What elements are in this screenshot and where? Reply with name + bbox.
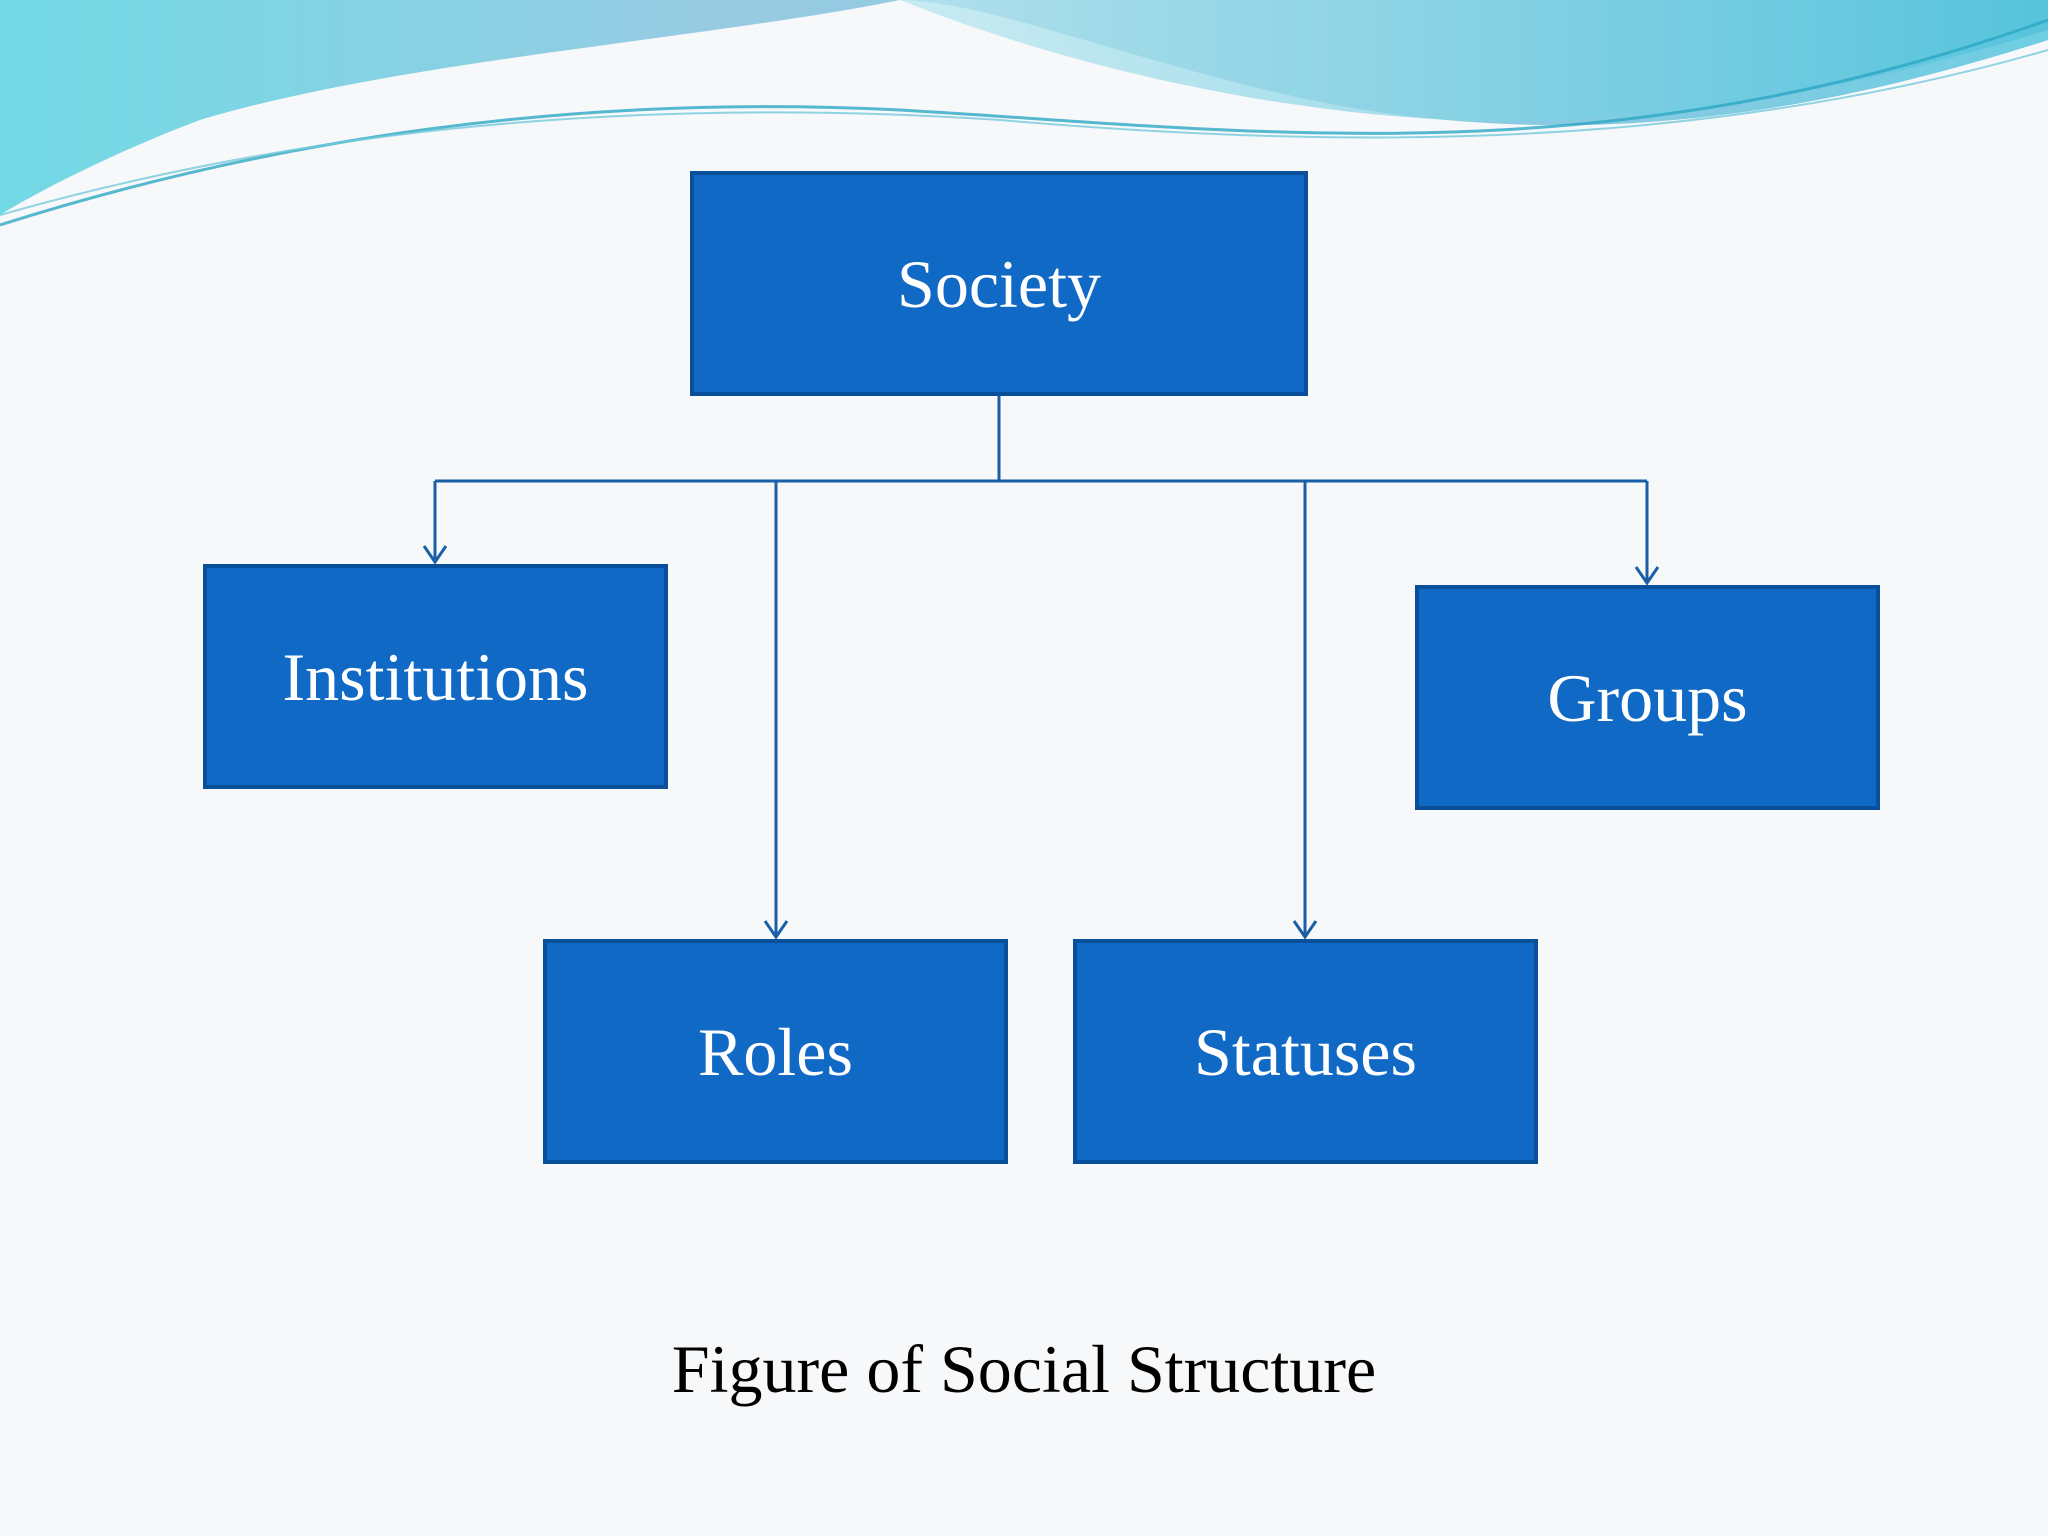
top-wave-highlight [900, 0, 2048, 122]
node-institutions-label: Institutions [282, 638, 589, 715]
arrowhead-institutions [422, 545, 448, 565]
arrowhead-statuses [1292, 920, 1318, 940]
node-institutions: Institutions [203, 564, 668, 789]
connectors [422, 396, 1660, 940]
node-society-label: Society [897, 245, 1101, 322]
node-roles: Roles [543, 939, 1008, 1164]
arrowhead-groups [1634, 566, 1660, 586]
node-roles-label: Roles [698, 1013, 853, 1090]
arrowhead-roles [763, 920, 789, 940]
figure-caption: Figure of Social Structure [671, 1331, 1377, 1407]
node-groups-label: Groups [1547, 659, 1748, 736]
node-groups: Groups [1415, 585, 1880, 810]
node-statuses-label: Statuses [1194, 1013, 1417, 1090]
node-statuses: Statuses [1073, 939, 1538, 1164]
node-society: Society [690, 171, 1308, 396]
top-wave-line-2 [0, 49, 2048, 216]
